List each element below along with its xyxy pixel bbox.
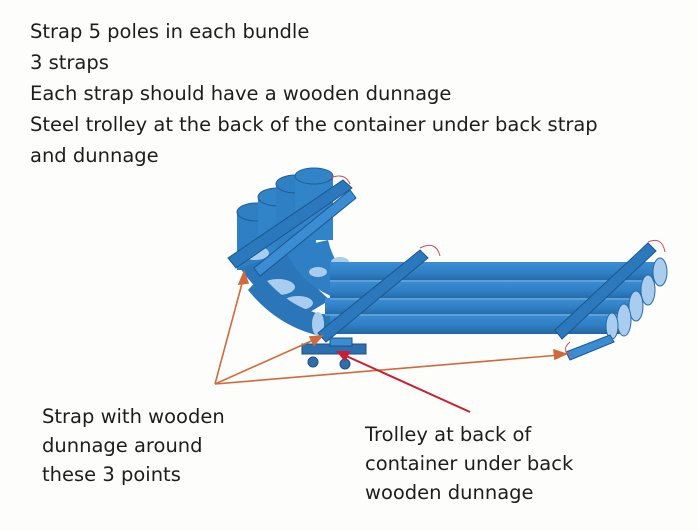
caption-line: dunnage around [42, 434, 203, 457]
instruction-line: Steel trolley at the back of the contain… [30, 113, 598, 136]
trolley-arrow [335, 351, 471, 413]
strap-point-arrows [214, 269, 569, 385]
steel-trolley [301, 337, 367, 370]
caption-line: container under back [365, 452, 574, 475]
instruction-line: Strap 5 poles in each bundle [30, 20, 310, 43]
instruction-line: and dunnage [30, 144, 159, 167]
caption-line: Trolley at back of [365, 423, 532, 446]
strap-points-caption: Strap with wooden dunnage around these 3… [42, 402, 225, 489]
caption-line: Strap with wooden [42, 405, 225, 428]
trolley-caption: Trolley at back of container under back … [365, 420, 573, 507]
strap-ties [329, 175, 666, 357]
instruction-list: Strap 5 poles in each bundle 3 straps Ea… [30, 16, 670, 171]
dunnage-bars [227, 179, 657, 361]
instruction-line: 3 straps [30, 51, 109, 74]
caption-line: these 3 points [42, 463, 181, 486]
caption-line: wooden dunnage [365, 481, 534, 504]
instruction-line: Each strap should have a wooden dunnage [30, 82, 452, 105]
